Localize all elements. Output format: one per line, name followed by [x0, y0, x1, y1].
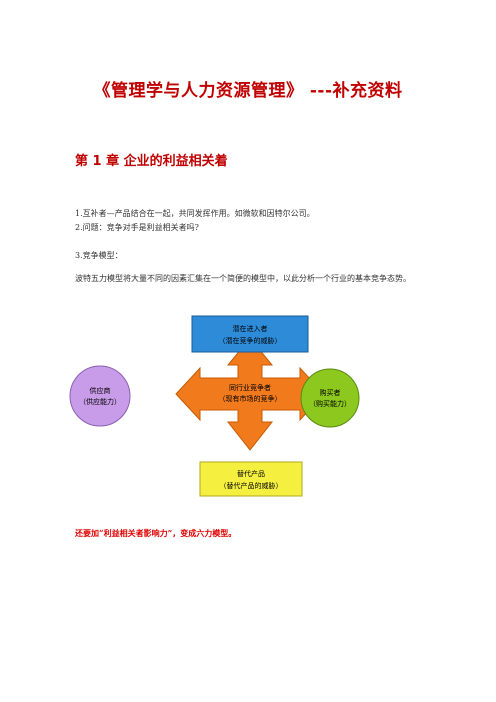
- left-label-2: （供应能力）: [79, 397, 121, 406]
- porter-paragraph: 波特五力模型将大量不同的因素汇集在一个简便的模型中，以此分析一个行业的基本竞争态…: [75, 274, 411, 283]
- right-label-1: 购买者: [320, 388, 341, 397]
- list-item: 3.竞争模型：: [75, 251, 123, 260]
- right-label-2: （购买能力）: [309, 399, 351, 408]
- substitutes-box: [199, 461, 303, 497]
- top-label-1: 潜在进入者: [233, 324, 268, 333]
- six-forces-note: 还要加“利益相关者影响力”，变成六力模型。: [75, 528, 237, 538]
- list-item: 1.互补者—产品结合在一起，共同发挥作用。如微软和因特尔公司。: [75, 209, 315, 218]
- potential-entrants-box: [191, 315, 309, 353]
- list-item: 2.问题：竞争对手是利益相关者吗?: [75, 223, 199, 232]
- top-label-2: （潜在竞争的威胁）: [219, 336, 282, 345]
- suppliers-circle: [69, 365, 131, 427]
- left-label-1: 供应商: [90, 386, 111, 395]
- buyers-circle: [300, 368, 360, 428]
- center-label-1: 同行业竞争者: [229, 383, 271, 392]
- center-label-2: （现有市场的竞争）: [219, 394, 282, 403]
- four-way-arrow: [175, 337, 325, 451]
- bottom-label-1: 替代产品: [237, 469, 265, 478]
- document-title: 《管理学与人力资源管理》 ---补充资料: [93, 81, 403, 101]
- five-forces-diagram: 潜在进入者 （潜在竞争的威胁） 同行业竞争者 （现有市场的竞争） 供应商 （供应…: [69, 315, 360, 497]
- chapter-heading: 第 1 章 企业的利益相关着: [75, 154, 228, 169]
- bottom-label-2: （替代产品的威胁）: [220, 481, 283, 490]
